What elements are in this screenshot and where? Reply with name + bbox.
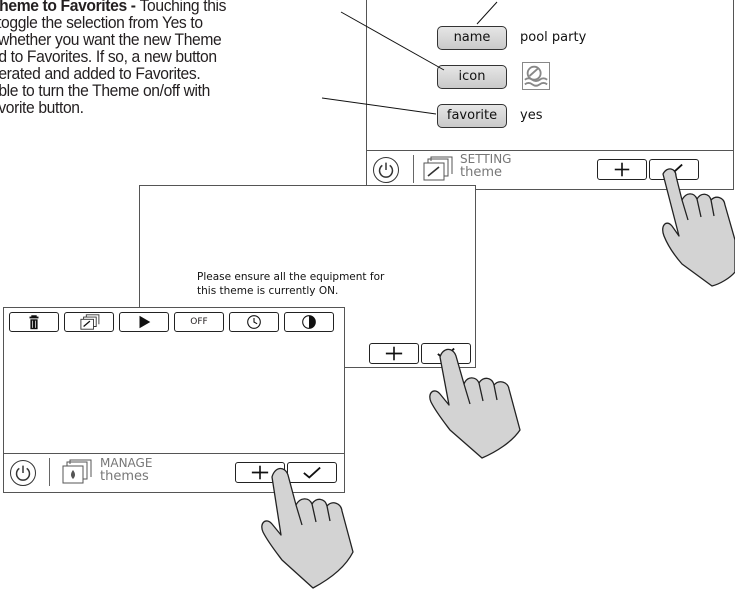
favorite-value: yes — [520, 108, 543, 123]
icon-button[interactable]: icon — [437, 65, 507, 89]
themes-icon — [62, 459, 92, 485]
callout-line — [340, 11, 445, 71]
instruction-line-3: t whether you want the new Theme — [0, 30, 222, 49]
instruction-line-5: nerated and added to Favorites. — [0, 64, 201, 83]
power-icon — [15, 465, 31, 481]
instruction-text: Theme to Favorites - Touching this l tog… — [0, 0, 317, 116]
instruction-line-4: ed to Favorites. If so, a new button — [0, 47, 217, 66]
schedule-button[interactable] — [229, 312, 279, 332]
edit-icon — [423, 156, 453, 182]
instruction-line-7: avorite button. — [0, 98, 84, 117]
edit-icon — [80, 314, 100, 330]
delete-button[interactable] — [9, 312, 59, 332]
add-button[interactable] — [369, 343, 419, 364]
name-value: pool party — [520, 30, 587, 45]
plus-icon — [385, 346, 403, 361]
confirm-button[interactable] — [287, 462, 337, 483]
pointing-hand-icon — [261, 467, 354, 589]
add-button[interactable] — [597, 159, 647, 180]
callout-line — [476, 1, 498, 25]
plus-icon — [614, 162, 630, 177]
play-button[interactable] — [119, 312, 169, 332]
power-button[interactable] — [10, 460, 36, 486]
instruction-title: Theme to Favorites - — [0, 0, 140, 15]
bar-divider — [413, 155, 414, 183]
setting-bottom-bar: SETTING theme — [367, 150, 733, 189]
clock-icon — [247, 315, 261, 329]
off-button[interactable]: OFF — [174, 312, 224, 332]
bar-title-bottom: theme — [460, 165, 502, 180]
power-icon — [378, 162, 394, 178]
half-circle-icon — [302, 315, 316, 329]
bar-title-top: SETTING — [460, 152, 512, 166]
edit-button[interactable] — [64, 312, 114, 332]
pointing-hand-icon — [429, 348, 521, 459]
setting-theme-screen: name pool party icon favorite yes — [366, 0, 734, 190]
bar-title-bottom: themes — [100, 469, 149, 484]
confirm-message-line-2: this theme is currently ON. — [197, 285, 339, 297]
plus-icon — [251, 465, 269, 480]
bar-title-top: MANAGE — [100, 456, 153, 470]
confirm-message-line-1: Please ensure all the equipment for — [197, 271, 385, 283]
instruction-line-6: able to turn the Theme on/off with — [0, 81, 210, 100]
pointing-hand-icon — [662, 168, 735, 287]
power-button[interactable] — [373, 157, 399, 183]
favorite-button[interactable]: favorite — [437, 104, 507, 128]
callout-line — [321, 97, 437, 115]
bar-divider — [49, 458, 50, 486]
check-icon — [303, 466, 321, 479]
instruction-line-2: l toggle the selection from Yes to — [0, 13, 203, 32]
play-icon — [139, 315, 151, 329]
trash-icon — [29, 315, 39, 330]
dim-button[interactable] — [284, 312, 334, 332]
instruction-line-1: Touching this — [139, 0, 227, 15]
theme-icon-preview — [522, 62, 550, 90]
pool-icon — [524, 65, 548, 87]
name-button[interactable]: name — [437, 26, 507, 50]
confirm-message: Please ensure all the equipment for this… — [197, 270, 384, 298]
